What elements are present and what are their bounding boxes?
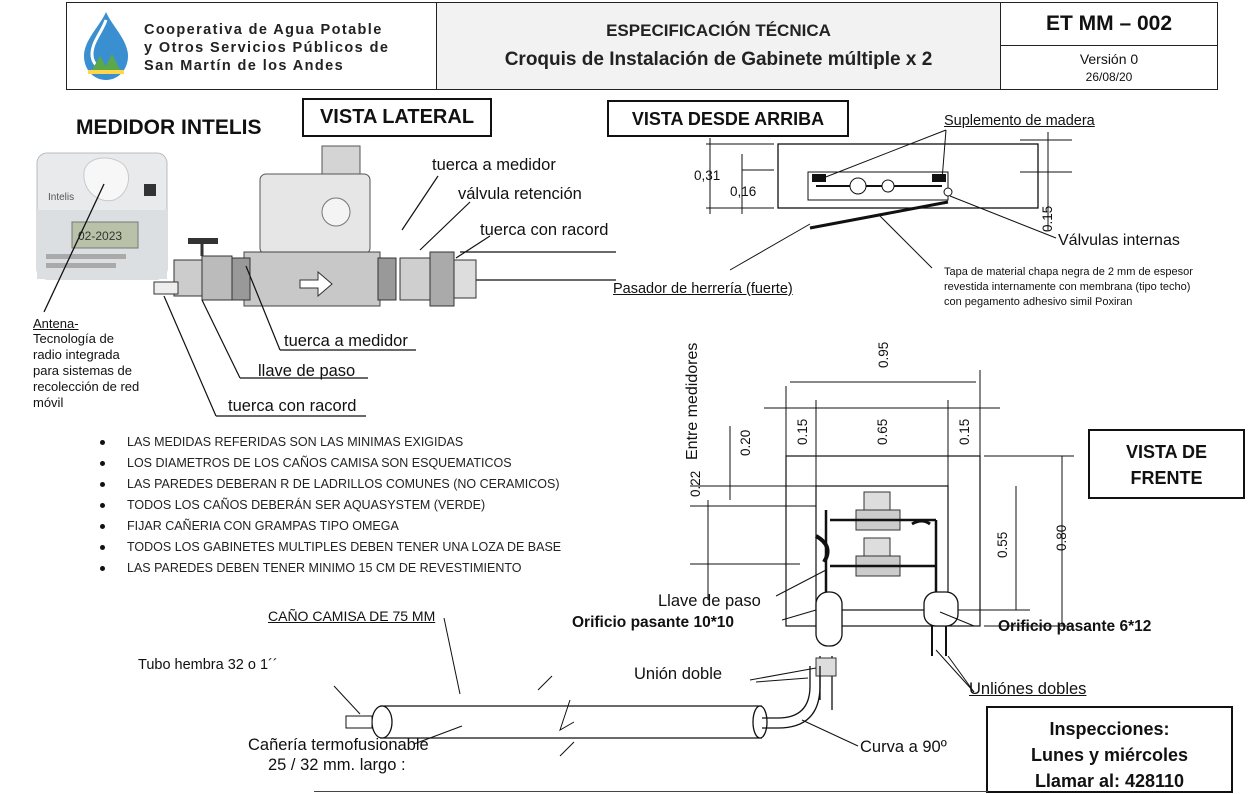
label-wood-shim: Suplemento de madera <box>944 113 1095 129</box>
label-nut-meter-top: tuerca a medidor <box>432 156 556 174</box>
label-pipe-line2: 25 / 32 mm. largo : <box>268 756 406 774</box>
spec-label: ESPECIFICACIÓN TÉCNICA <box>606 21 831 40</box>
doc-code: ET MM – 002 <box>1045 12 1173 35</box>
antenna-pointer <box>43 183 105 313</box>
label-latch: Pasador de herrería (fuerte) <box>613 281 793 297</box>
org-name: Cooperativa de Agua Potable y Otros Serv… <box>144 22 390 74</box>
note-item: FIJAR CAÑERIA CON GRAMPAS TIPO OMEGA <box>100 516 561 537</box>
label-front-stop-valve: Llave de paso <box>658 592 761 610</box>
note-item: LOS DIAMETROS DE LOS CAÑOS CAMISA SON ES… <box>100 453 561 474</box>
spec-title: Croquis de Instalación de Gabinete múlti… <box>504 49 933 70</box>
inspections-phone: Llamar al: 428110 <box>1034 771 1185 791</box>
coop-logo <box>84 12 128 80</box>
header-version-cell <box>1000 45 1218 90</box>
notes-list: LAS MEDIDAS REFERIDAS SON LAS MINIMAS EX… <box>100 432 561 579</box>
note-item: LAS MEDIDAS REFERIDAS SON LAS MINIMAS EX… <box>100 432 561 453</box>
top-view-title: VISTA DESDE ARRIBA <box>607 100 849 137</box>
note-item: TODOS LOS GABINETES MULTIPLES DEBEN TENE… <box>100 537 561 558</box>
label-check-valve: válvula retención <box>458 185 582 203</box>
dim-right-margin: 0.15 <box>957 418 972 445</box>
sleeve-pipe-drawing <box>333 617 859 757</box>
side-view-title: VISTA LATERAL <box>302 98 492 137</box>
antenna-desc: Tecnología de radio integrada para siste… <box>33 331 140 410</box>
label-female-tube: Tubo hembra 32 o 1´´ <box>138 657 278 673</box>
label-nut-racord-bottom: tuerca con racord <box>228 397 357 415</box>
label-elbow: Curva a 90º <box>860 738 947 756</box>
label-internal-valves: Válvulas internas <box>1058 232 1180 249</box>
inspections-box: Inspecciones: Lunes y miércoles Llamar a… <box>986 706 1233 793</box>
front-view-drawing <box>690 370 1074 710</box>
dim-total-width: 0.95 <box>876 341 891 368</box>
intelis-meter-illustration: 02-2023 Intelis <box>36 152 168 280</box>
doc-date: 26/08/20 <box>1085 70 1133 84</box>
dim-inner-height: 0.55 <box>995 531 1010 558</box>
label-nut-meter-bottom: tuerca a medidor <box>284 332 408 350</box>
label-pipe-line1: Cañería termofusionable <box>248 736 429 754</box>
dim-top-gap: 0.20 <box>738 429 753 456</box>
side-view-assembly <box>153 145 616 417</box>
label-hole-right: Orificio pasante 6*12 <box>998 618 1152 635</box>
antenna-title: Antena- <box>33 316 79 331</box>
front-view-title: VISTA DE FRENTE <box>1088 429 1245 499</box>
dim-inner-width: 0.65 <box>875 418 890 445</box>
note-item: TODOS LOS CAÑOS DEBERÁN SER AQUASYSTEM (… <box>100 495 561 516</box>
meter-lcd: 02-2023 <box>78 229 122 243</box>
header-title-cell <box>436 2 1001 90</box>
dim-0-15-top: 0.15 <box>1040 205 1055 232</box>
doc-version: Versión 0 <box>1079 51 1139 67</box>
meter-title: MEDIDOR INTELIS <box>76 116 262 139</box>
label-double-unions: Unliónes dobles <box>969 680 1087 698</box>
dim-0-31: 0,31 <box>694 168 721 183</box>
label-sleeve: CAÑO CAMISA DE 75 MM <box>268 608 436 624</box>
dim-total-height: 0.80 <box>1054 524 1069 551</box>
inspections-title: Inspecciones: <box>1049 719 1170 739</box>
dim-between: 0.22 <box>688 470 703 497</box>
inspections-days: Lunes y miércoles <box>1030 745 1189 765</box>
top-view-drawing <box>706 129 1072 271</box>
label-hole-left: Orificio pasante 10*10 <box>572 614 734 631</box>
label-nut-racord-top: tuerca con racord <box>480 221 609 239</box>
dim-0-16: 0,16 <box>730 184 757 199</box>
note-item: LAS PAREDES DEBERAN R DE LADRILLOS COMUN… <box>100 474 561 495</box>
dim-left-margin: 0.15 <box>795 418 810 445</box>
label-stop-valve: llave de paso <box>258 362 356 380</box>
meter-brand: Intelis <box>48 192 74 203</box>
bottom-rule <box>314 791 988 792</box>
note-item: LAS PAREDES DEBEN TENER MINIMO 15 CM DE … <box>100 558 561 579</box>
label-double-union: Unión doble <box>634 665 723 683</box>
lid-note: Tapa de material chapa negra de 2 mm de … <box>944 266 1193 308</box>
